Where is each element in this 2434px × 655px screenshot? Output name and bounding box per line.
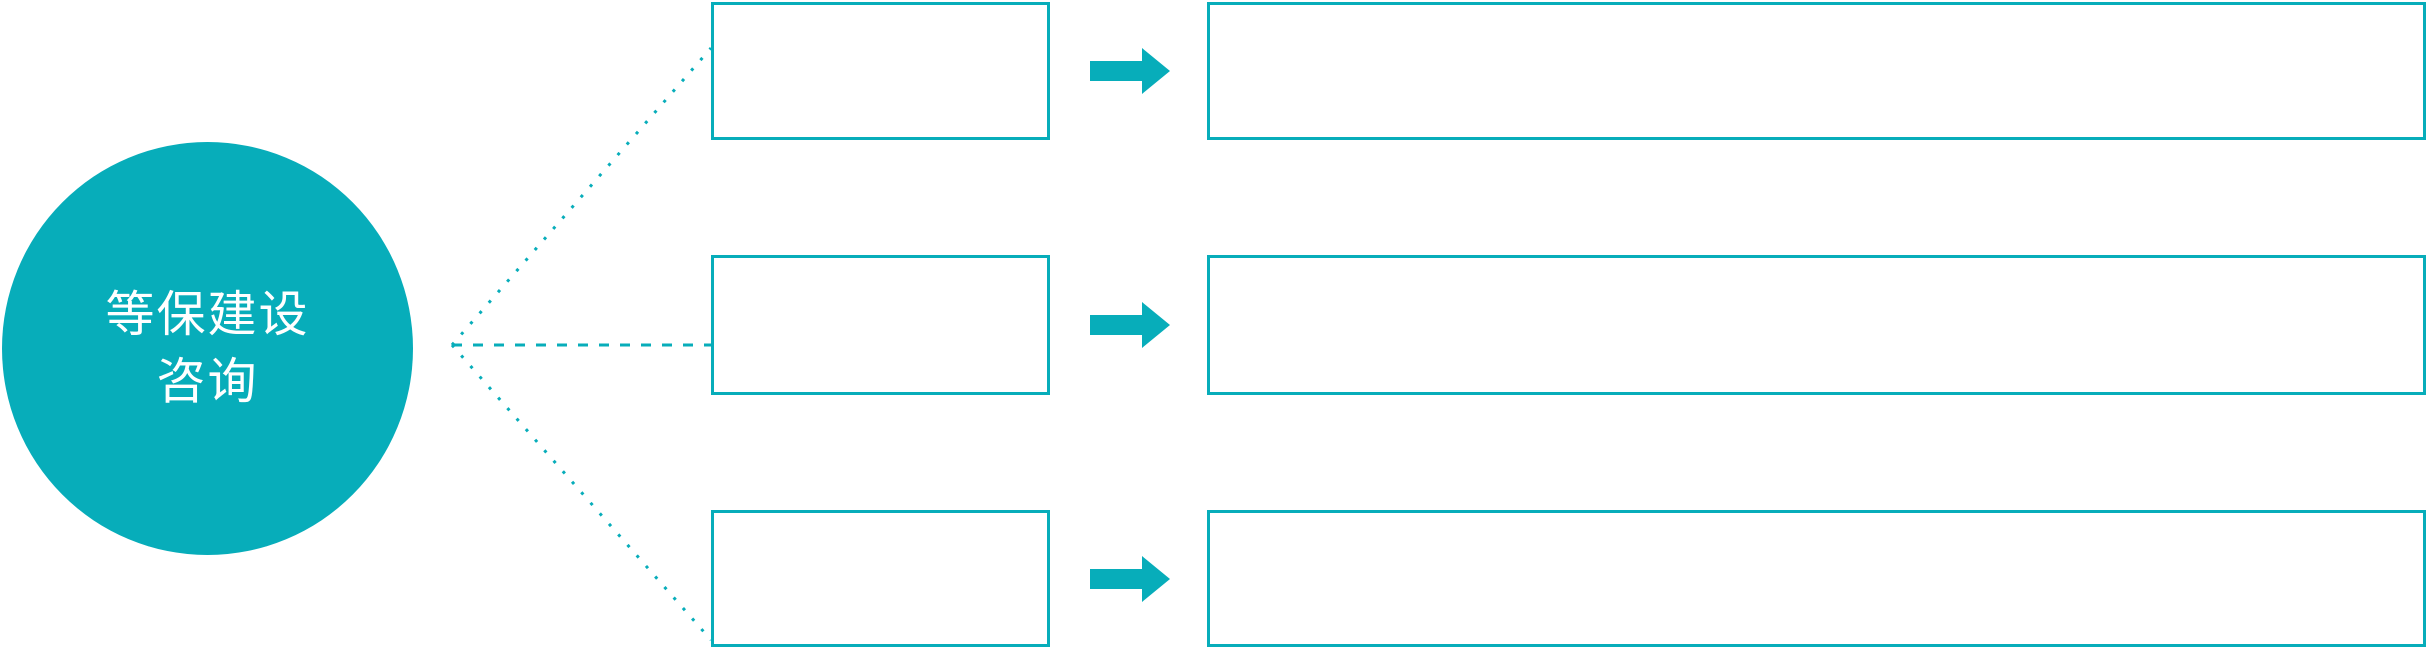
row-1-detail-box[interactable] [1207,2,2426,140]
row-1-label-box[interactable] [711,2,1050,140]
hub-title-line-2: 咨询 [156,354,259,409]
connector-line-row-3 [450,344,713,641]
row-1-right-arrow-icon [1090,48,1170,94]
connector-line-row-1 [450,47,713,346]
flow-row-1 [711,2,2426,140]
flow-row-3 [711,510,2426,647]
row-3-detail-box[interactable] [1207,510,2426,647]
row-3-label-box[interactable] [711,510,1050,647]
row-2-detail-box[interactable] [1207,255,2426,395]
row-2-right-arrow-icon [1090,302,1170,348]
row-3-right-arrow-icon [1090,556,1170,602]
hub-circle-node[interactable]: 等保建设 咨询 [2,142,413,555]
hub-title-line-1: 等保建设 [105,287,310,342]
row-2-label-box[interactable] [711,255,1050,395]
flow-row-2 [711,255,2426,395]
